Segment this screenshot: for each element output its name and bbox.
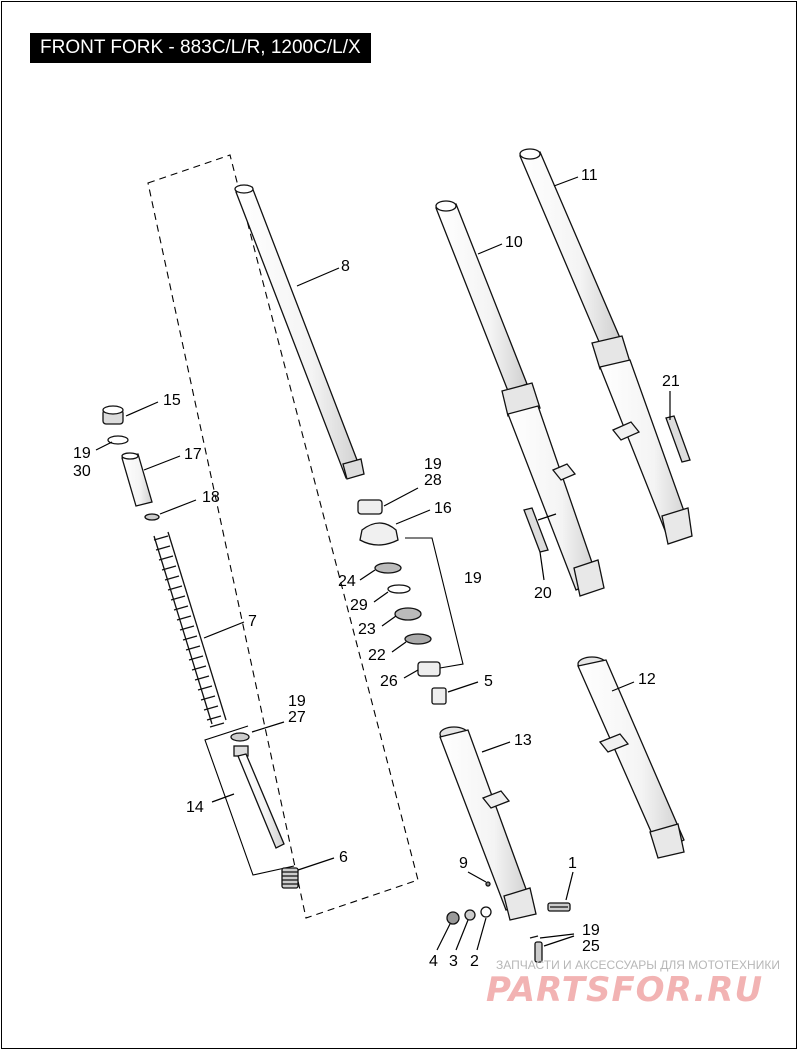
part-nut-4 xyxy=(446,911,460,925)
part-washer-22 xyxy=(404,633,432,645)
callout-18: 18 xyxy=(202,489,220,506)
callout-24: 24 xyxy=(338,573,356,590)
leader-lines xyxy=(95,176,671,951)
part-bolt-1 xyxy=(547,902,571,912)
callout-14: 14 xyxy=(186,799,204,816)
callout-11: 11 xyxy=(581,167,598,184)
callout-4: 4 xyxy=(429,953,438,970)
part-ring-19-27 xyxy=(230,732,250,742)
callout-12: 12 xyxy=(638,671,656,688)
part-fork-slider-13 xyxy=(439,726,537,921)
part-spring-6 xyxy=(281,867,299,889)
callout-28: 28 xyxy=(424,472,442,489)
part-fork-slider-10 xyxy=(435,200,605,597)
part-fork-tube-8 xyxy=(234,184,365,480)
callout-26: 26 xyxy=(380,673,398,690)
callout-1: 1 xyxy=(568,855,577,872)
part-damper-rod-14 xyxy=(233,745,285,849)
callout-22: 22 xyxy=(368,647,386,664)
watermark-logo: PARTSFOR.RU xyxy=(486,970,764,1010)
callout-16: 16 xyxy=(434,500,452,517)
cartridge-group-outline xyxy=(147,154,419,919)
callout-19d: 19 xyxy=(288,693,306,710)
callout-9: 9 xyxy=(459,855,468,872)
callout-6: 6 xyxy=(339,849,348,866)
diagram-title: FRONT FORK - 883C/L/R, 1200C/L/X xyxy=(30,33,371,63)
part-seal-24 xyxy=(374,562,402,574)
part-fork-spring-7 xyxy=(153,531,227,728)
callout-30: 30 xyxy=(73,463,91,480)
part-fork-cap-15 xyxy=(102,405,124,425)
callout-15: 15 xyxy=(163,392,181,409)
seal-kit-bracket xyxy=(405,537,464,669)
callout-labels: 8 10 11 21 15 19 30 17 18 7 19 28 16 19 … xyxy=(73,167,680,970)
part-spacer-17 xyxy=(121,452,153,507)
part-pin-19-25b xyxy=(534,941,543,963)
callout-10: 10 xyxy=(505,234,523,251)
callout-25: 25 xyxy=(582,938,600,955)
part-screw-9 xyxy=(485,881,491,887)
watermark-tagline: ЗАПЧАСТИ И АКСЕССУАРЫ ДЛЯ МОТОТЕХНИКИ xyxy=(496,958,780,972)
part-washer-2 xyxy=(480,906,492,918)
callout-3: 3 xyxy=(449,953,458,970)
part-reflector-21 xyxy=(665,415,691,463)
part-dust-boot-16 xyxy=(359,522,399,546)
callout-20: 20 xyxy=(534,585,552,602)
part-o-ring-19-30 xyxy=(107,435,129,445)
callout-19e: 19 xyxy=(582,922,600,939)
part-fork-slider-12 xyxy=(577,656,685,859)
callout-21: 21 xyxy=(662,373,680,390)
callout-19c: 19 xyxy=(464,570,482,587)
callout-2: 2 xyxy=(470,953,479,970)
callout-29: 29 xyxy=(350,597,368,614)
part-reflector-20 xyxy=(523,507,549,553)
callout-8: 8 xyxy=(341,258,350,275)
damper-kit-bracket xyxy=(204,725,295,876)
callout-13: 13 xyxy=(514,732,532,749)
callout-23: 23 xyxy=(358,621,376,638)
callout-7: 7 xyxy=(248,613,257,630)
callout-17: 17 xyxy=(184,446,202,463)
part-washer-18 xyxy=(144,513,160,521)
part-pin-19-25a xyxy=(529,935,539,939)
part-fork-slider-11 xyxy=(519,148,693,545)
part-dust-seal-28 xyxy=(357,499,383,515)
callout-19a: 19 xyxy=(73,445,91,462)
part-oil-seal-23 xyxy=(394,607,422,621)
callout-5: 5 xyxy=(484,673,493,690)
callout-27: 27 xyxy=(288,709,306,726)
part-stop-5 xyxy=(431,687,447,705)
part-bushing-26 xyxy=(417,661,441,677)
part-washer-3 xyxy=(464,909,476,921)
part-retaining-ring-29 xyxy=(387,584,411,594)
callout-19b: 19 xyxy=(424,456,442,473)
